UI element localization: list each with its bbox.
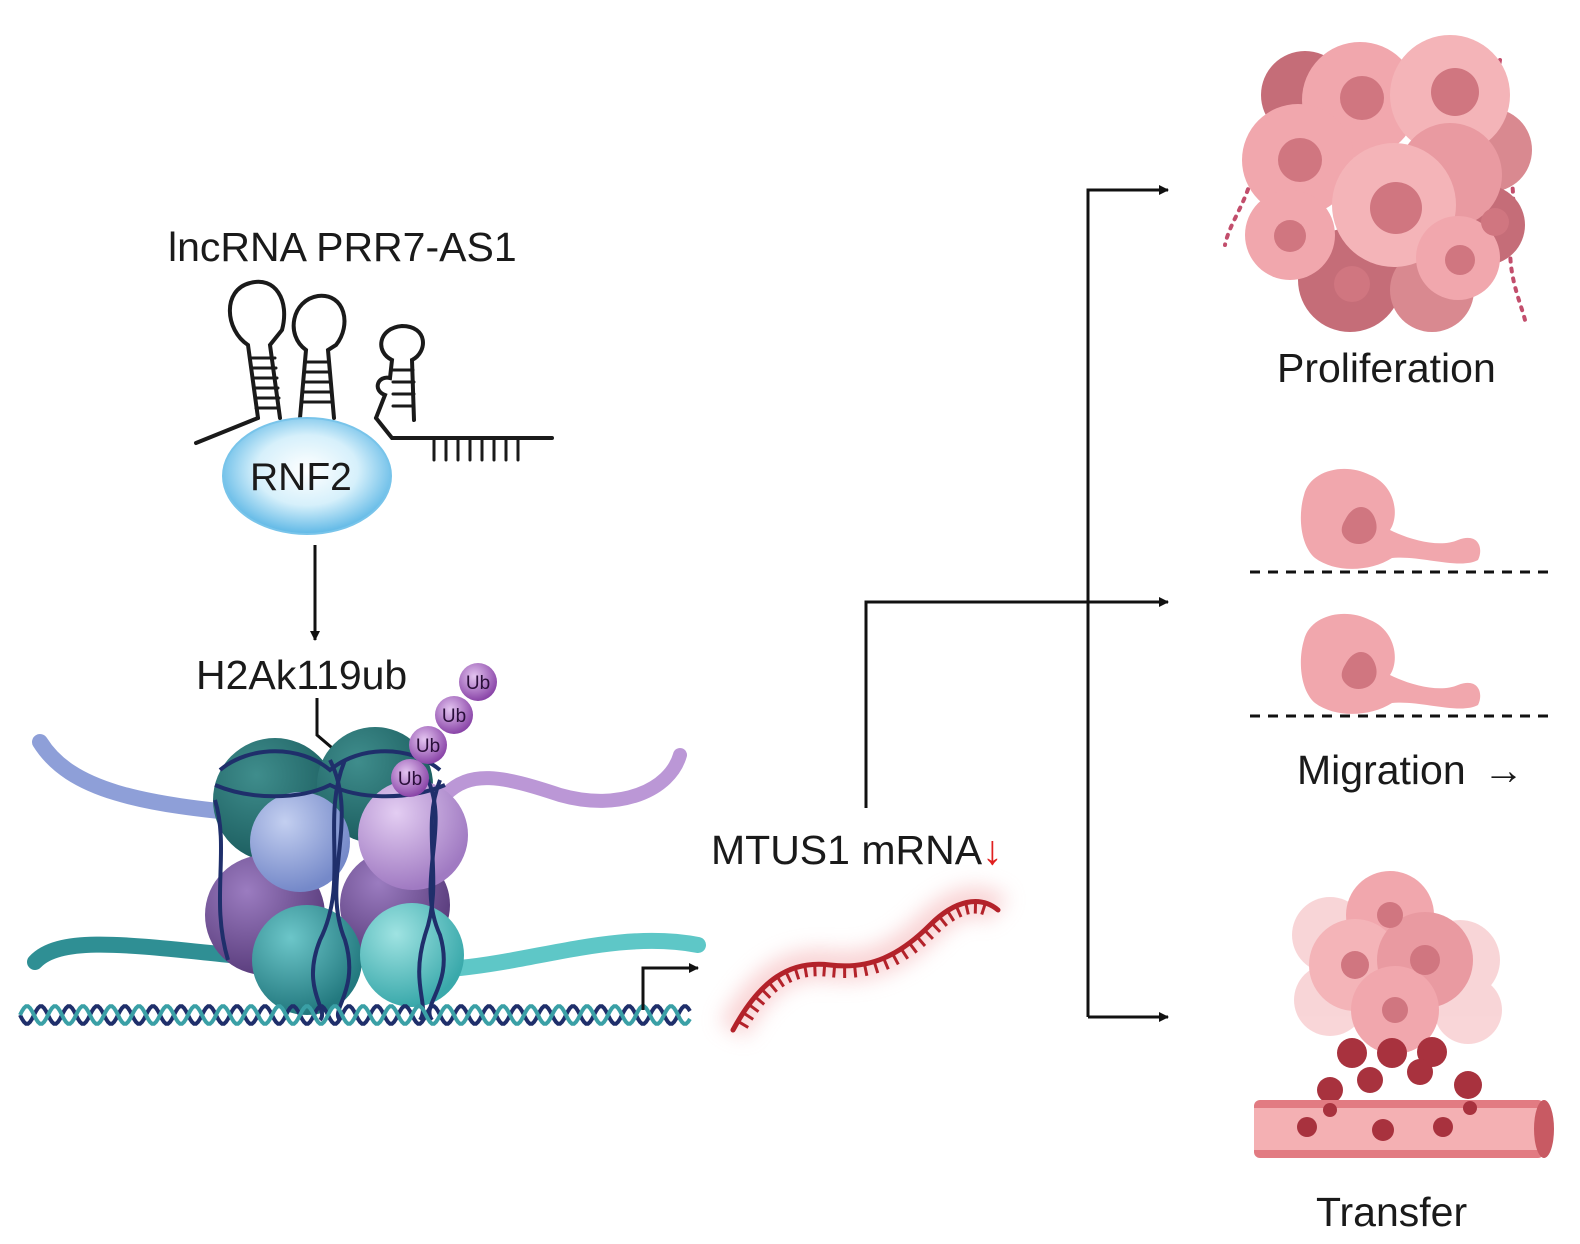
mrna-tick xyxy=(775,975,785,988)
ub-label-2: Ub xyxy=(442,706,466,727)
rnf2-label: RNF2 xyxy=(250,456,352,499)
proliferation-cells-icon xyxy=(1223,35,1532,332)
mrna-tick xyxy=(737,1020,749,1029)
mrna-tick xyxy=(954,905,963,918)
mrna-tick xyxy=(923,929,934,940)
lncrna-structure-icon xyxy=(194,279,554,462)
ub-bead-1 xyxy=(459,663,497,701)
proliferation-label: Proliferation xyxy=(1277,345,1496,391)
transcription-start-arrow xyxy=(641,963,699,1010)
ubiquitin-chain: Ub Ub Ub Ub xyxy=(391,663,497,797)
down-arrow-icon: ↓ xyxy=(982,827,1003,873)
ub-bead-2 xyxy=(435,696,473,734)
mrna-tick xyxy=(803,965,809,978)
mrna-tick xyxy=(822,964,827,977)
mrna-tick xyxy=(964,902,970,915)
mrna-tick xyxy=(938,915,948,927)
ub-label-4: Ub xyxy=(398,769,422,790)
migration-cells-icon xyxy=(1250,468,1554,718)
mrna-tick xyxy=(832,965,837,978)
ub-bead-4 xyxy=(391,759,429,797)
mrna-tick xyxy=(872,961,880,974)
mrna-tick xyxy=(891,953,900,966)
mrna-tick xyxy=(747,1003,760,1013)
mrna-tick xyxy=(793,967,801,980)
mtus1-label: MTUS1 mRNA↓ xyxy=(711,830,1003,871)
mtus1-text: MTUS1 mRNA xyxy=(711,827,983,873)
mrna-tick xyxy=(863,963,869,977)
transfer-label: Transfer xyxy=(1316,1189,1468,1235)
migration-label: Migration → xyxy=(1297,750,1524,791)
branch-arrows xyxy=(864,185,1169,1022)
mrna-tick xyxy=(908,942,918,954)
mrna-tick xyxy=(930,922,942,933)
migration-text: Migration xyxy=(1297,747,1466,793)
ub-label-3: Ub xyxy=(416,736,440,757)
ub-bead-3 xyxy=(409,726,447,764)
mrna-tick xyxy=(980,902,987,915)
transfer-metastasis-icon xyxy=(1254,871,1554,1158)
right-arrow-icon: → xyxy=(1483,747,1525,793)
lncrna-label: lncRNA PRR7-AS1 xyxy=(168,224,517,270)
mrna-strand-icon xyxy=(719,886,1008,1038)
mrna-tick xyxy=(946,909,956,922)
mrna-tick xyxy=(916,935,927,947)
mrna-tick xyxy=(754,995,766,1006)
mrna-tick xyxy=(760,988,772,999)
mrna-tick xyxy=(853,965,858,978)
mrna-tick xyxy=(767,981,778,993)
ub-label-1: Ub xyxy=(466,673,490,694)
mrna-tick xyxy=(882,957,890,970)
mrna-tick xyxy=(899,947,910,960)
mrna-tick xyxy=(742,1011,755,1021)
mrna-tick xyxy=(784,970,793,984)
h2a-label: H2Ak119ub xyxy=(196,652,408,698)
dna-strand-icon xyxy=(18,1004,692,1026)
nucleosome-icon xyxy=(27,727,706,1022)
rnf2-protein-icon xyxy=(222,417,392,535)
